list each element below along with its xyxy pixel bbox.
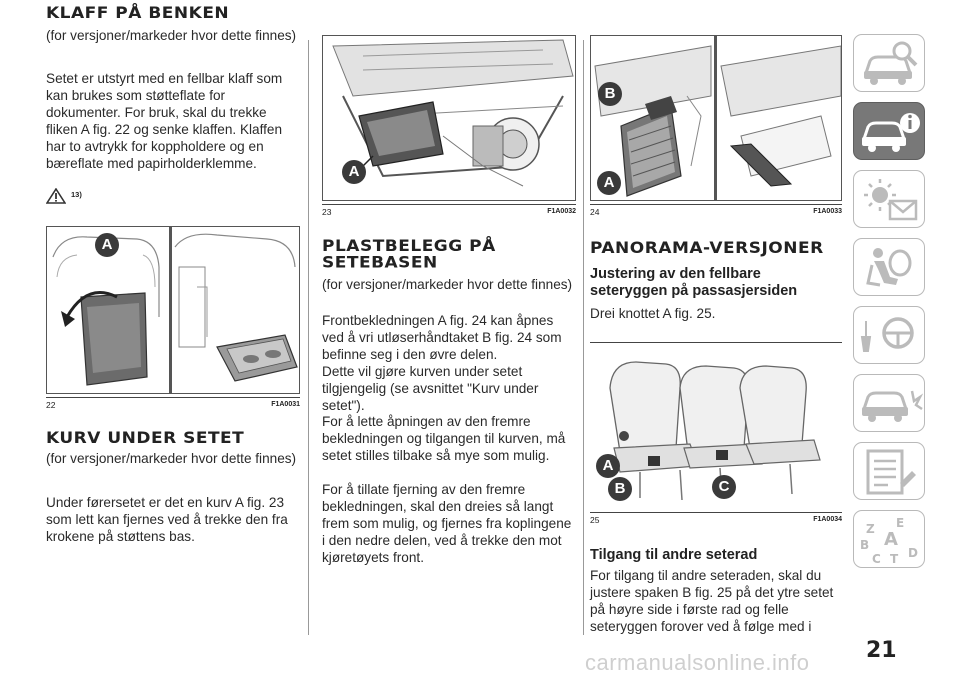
svg-text:Z: Z — [866, 522, 875, 536]
paragraph-plast-note: (for versjoner/markeder hvor dette finne… — [322, 277, 573, 292]
paragraph-plast-2: Dette vil gjøre kurven under setet tilgj… — [322, 364, 539, 413]
page-number: 21 — [866, 638, 897, 663]
airbag-icon — [866, 248, 912, 287]
figure-22-code: F1A0031 — [271, 401, 300, 408]
paragraph-plast-1: Frontbekledningen A fig. 24 kan åpnes ve… — [322, 313, 562, 362]
figure-24-code: F1A0033 — [813, 208, 842, 215]
chapter-tab-car-search[interactable] — [853, 34, 925, 92]
figure-25-number: 25 — [590, 515, 600, 525]
figure-22-caption-rule — [46, 397, 300, 398]
chapter-tab-car-info[interactable] — [853, 102, 925, 160]
figure-22-number: 22 — [46, 400, 56, 410]
svg-text:D: D — [908, 546, 918, 560]
fig24-callout-b: B — [598, 82, 622, 106]
alphabet-index-icon: Z E B A C T D — [860, 516, 918, 566]
figure-23-caption-rule — [322, 204, 576, 205]
figure-24 — [590, 35, 842, 201]
warning-ref-number: 13) — [71, 190, 82, 199]
paragraph-justering: Drei knottet A fig. 25. — [590, 306, 716, 321]
svg-text:B: B — [860, 538, 869, 552]
heading-klaff: KLAFF PÅ BENKEN — [46, 4, 230, 23]
figure-25-top-rule — [590, 342, 842, 343]
paragraph-plast-4: For å tillate fjerning av den fremre bek… — [322, 482, 572, 565]
column-divider-2 — [583, 40, 584, 635]
fig25-callout-a: A — [596, 454, 620, 478]
column-divider-1 — [308, 40, 309, 635]
warning-lights-icon — [864, 179, 918, 221]
warning-reference: 13) — [45, 187, 82, 209]
car-info-icon — [861, 113, 920, 152]
chapter-tab-warning-lights[interactable] — [853, 170, 925, 228]
paragraph-tilgang: For tilgang til andre seteraden, skal du… — [590, 568, 834, 634]
figure-24-number: 24 — [590, 207, 600, 217]
warning-triangle-icon — [45, 187, 67, 204]
chapter-tab-steering-wheel[interactable] — [853, 306, 925, 364]
maintenance-list-icon — [866, 449, 916, 495]
figure-25-code: F1A0034 — [813, 516, 842, 523]
fig25-callout-c: C — [712, 475, 736, 499]
svg-text:C: C — [872, 552, 881, 566]
chapter-tab-airbag[interactable] — [853, 238, 925, 296]
figure-22-illustration — [47, 227, 299, 393]
fig24-callout-a: A — [597, 171, 621, 195]
figure-25-caption-rule — [590, 512, 842, 513]
fig23-callout-a: A — [342, 160, 366, 184]
svg-text:T: T — [890, 552, 899, 566]
subheading-tilgang: Tilgang til andre seterad — [590, 547, 758, 563]
paragraph-kurv-body: Under førersetet er det en kurv A fig. 2… — [46, 495, 288, 544]
fig25-callout-b: B — [608, 477, 632, 501]
paragraph-plast-3: For å lette åpningen av den fremre bekle… — [322, 414, 566, 463]
steering-wheel-icon — [860, 317, 914, 352]
heading-kurv: KURV UNDER SETET — [46, 429, 245, 448]
figure-22 — [46, 226, 300, 394]
figure-24-caption-rule — [590, 204, 842, 205]
chapter-tab-car-crash[interactable] — [853, 374, 925, 432]
figure-23-number: 23 — [322, 207, 332, 217]
figure-23-code: F1A0032 — [547, 208, 576, 215]
watermark-text: carmanualsonline.info — [585, 650, 810, 675]
car-crash-icon — [861, 390, 924, 422]
svg-text:A: A — [884, 529, 898, 550]
fig22-callout-a: A — [95, 233, 119, 257]
car-search-icon — [863, 41, 918, 85]
svg-text:E: E — [896, 516, 904, 530]
paragraph-klaff-note: (for versjoner/markeder hvor dette finne… — [46, 28, 297, 43]
chapter-tab-alphabet-index[interactable]: Z E B A C T D — [853, 510, 925, 568]
heading-panorama: PANORAMA-VERSJONER — [590, 239, 824, 258]
paragraph-kurv-note: (for versjoner/markeder hvor dette finne… — [46, 451, 297, 466]
figure-24-illustration — [591, 36, 841, 200]
paragraph-klaff-body: Setet er utstyrt med en fellbar klaff so… — [46, 71, 283, 171]
chapter-tab-maintenance-list[interactable] — [853, 442, 925, 500]
subheading-justering: Justering av den fellbare seteryggen på … — [590, 266, 798, 299]
heading-plastbelegg: PLASTBELEGG PÅ SETEBASEN — [322, 237, 496, 273]
